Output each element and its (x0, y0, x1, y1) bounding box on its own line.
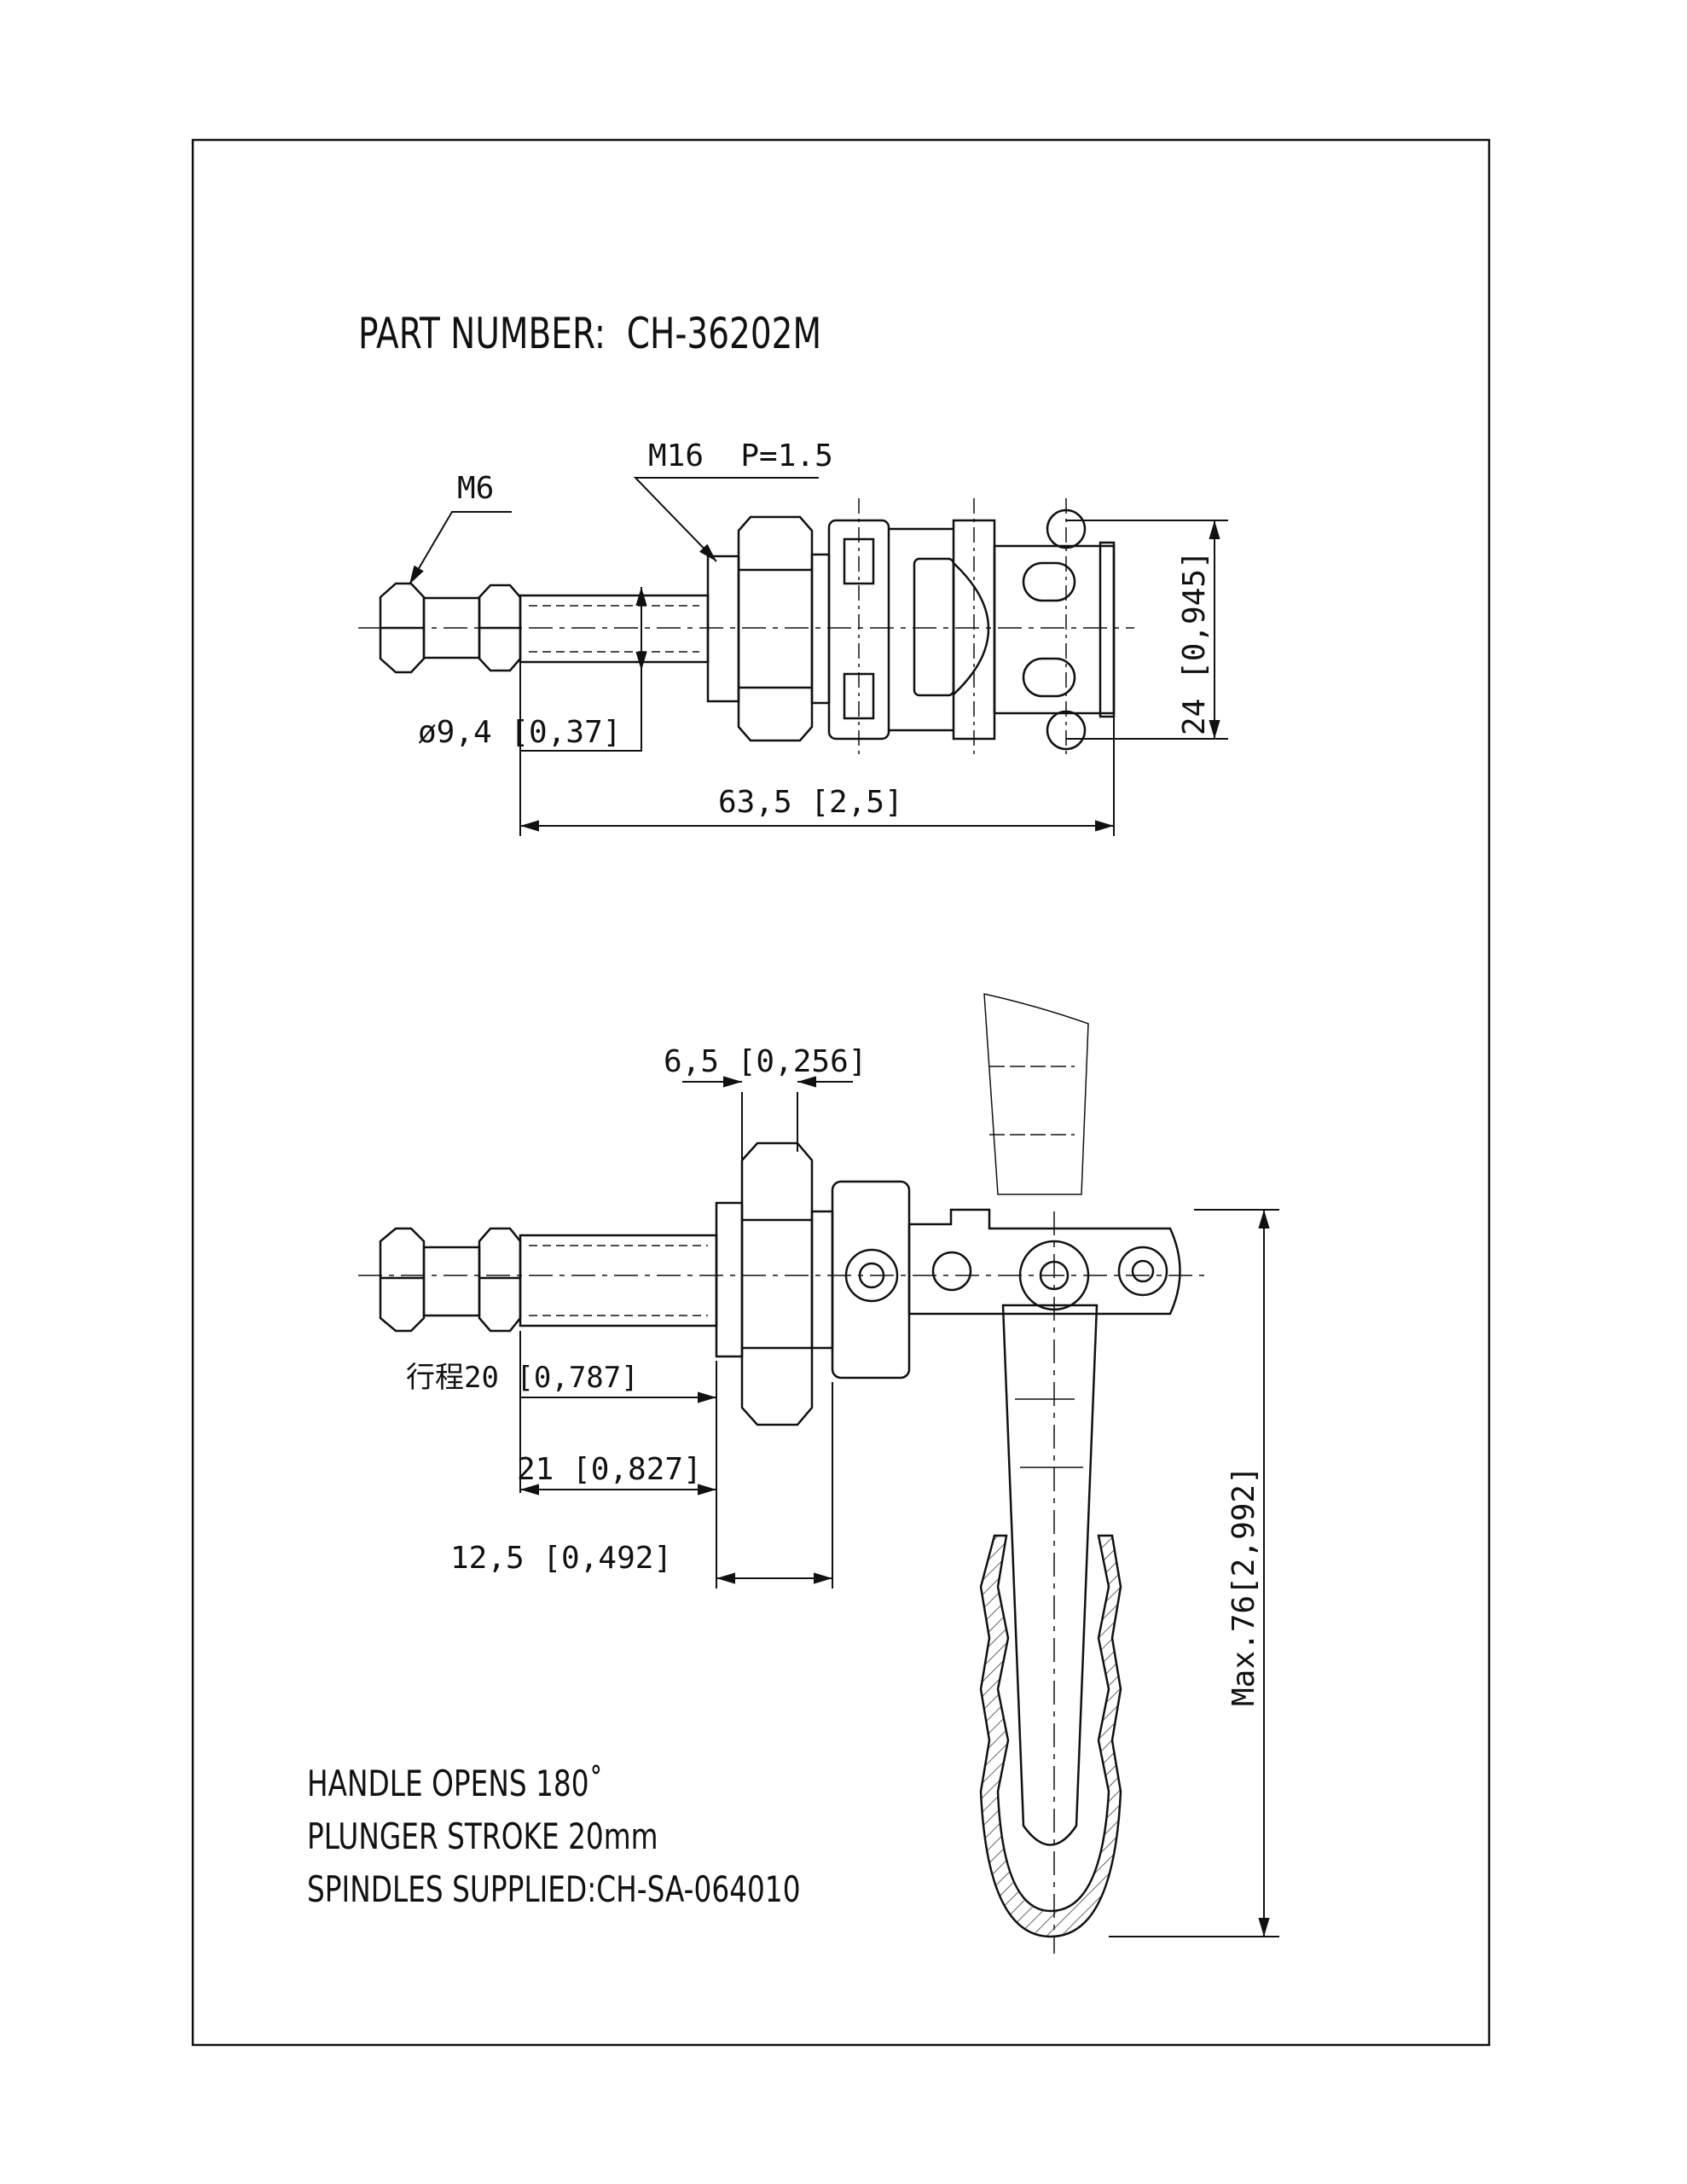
label-diameter: ø9,4 [0,37] (418, 715, 621, 750)
side-nut-large (740, 1141, 814, 1426)
label-12-5: 12,5 [0,492] (450, 1541, 672, 1576)
handle-open-outline (983, 993, 1089, 1195)
handle-grip (979, 1534, 1122, 1938)
label-21: 21 [0,827] (517, 1452, 702, 1487)
label-m16: M16 P=1.5 (648, 439, 833, 473)
hex-nut-large (737, 515, 814, 742)
part-number-label: PART NUMBER: (358, 309, 606, 358)
top-view-dimensions (409, 477, 1228, 836)
label-nut-width: 6,5 [0,256] (664, 1044, 867, 1079)
note-plunger-stroke: PLUNGER STROKE 20mm (307, 1815, 658, 1857)
label-m6: M6 (457, 471, 494, 506)
label-stroke: 行程20 [0,787] (406, 1361, 639, 1395)
part-number-value: CH-36202M (626, 309, 822, 358)
side-hex-head (379, 1227, 426, 1333)
label-height: 24 [0,945] (1177, 550, 1212, 735)
top-view (358, 498, 1134, 759)
drawing-border (191, 138, 1491, 2047)
handle-arm (1001, 1304, 1099, 1846)
side-hex-nut (478, 1227, 522, 1333)
side-link (907, 1208, 1181, 1316)
side-view (358, 993, 1211, 1954)
note-spindles-supplied: SPINDLES SUPPLIED:CH-SA-064010 (307, 1868, 801, 1910)
part-number-title: PART NUMBER: CH-36202M (358, 309, 821, 358)
label-length: 63,5 [2,5] (718, 785, 903, 820)
note-handle-opens: HANDLE OPENS 180˚ (307, 1763, 604, 1804)
side-view-dimensions (519, 1076, 1279, 1937)
side-plunger (519, 1234, 718, 1327)
label-max-76: Max.76[2,992] (1226, 1466, 1261, 1706)
